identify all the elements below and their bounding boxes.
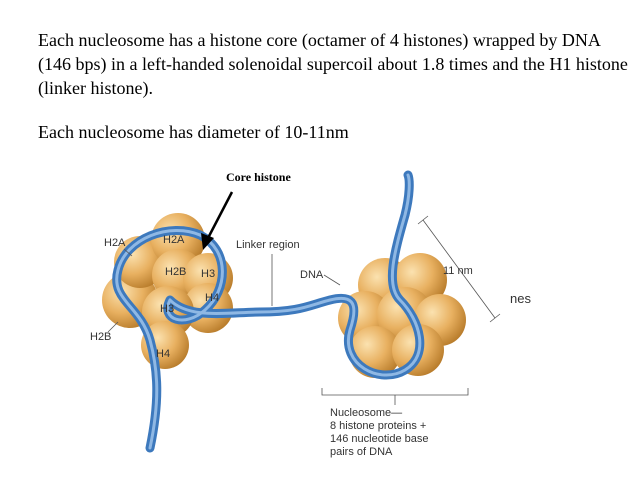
label-h2b-inner: H2B <box>165 266 186 278</box>
core-histone-arrow <box>205 191 234 241</box>
nucleosome-bracket <box>321 388 469 396</box>
label-h2a-inner: H2A <box>163 234 185 246</box>
label-h4-bottom: H4 <box>156 348 170 360</box>
caption-line-4: pairs of DNA <box>330 446 393 458</box>
core-histone-arrowhead <box>201 233 214 250</box>
size-dimension-line <box>422 219 496 319</box>
partial-label: nes <box>510 291 531 306</box>
label-h2a-left: H2A <box>104 237 126 249</box>
label-h3-lower: H3 <box>160 303 174 315</box>
linker-region-label: Linker region <box>236 239 300 251</box>
left-histone-octamer <box>102 213 233 369</box>
caption-line-2: 8 histone proteins + <box>330 420 426 432</box>
label-h4-right: H4 <box>205 292 219 304</box>
core-histone-label: Core histone <box>226 170 291 184</box>
size-label: 11 nm <box>443 265 473 277</box>
description-paragraph: Each nucleosome has a histone core (octa… <box>38 30 628 98</box>
diameter-paragraph: Each nucleosome has diameter of 10-11nm <box>38 122 349 142</box>
caption-line-1: Nucleosome— <box>330 407 402 419</box>
dna-label: DNA <box>300 269 324 281</box>
label-h2b-left: H2B <box>90 331 111 343</box>
label-h3-right: H3 <box>201 268 215 280</box>
dna-strand <box>112 170 425 453</box>
caption-line-3: 146 nucleotide base <box>330 433 428 445</box>
